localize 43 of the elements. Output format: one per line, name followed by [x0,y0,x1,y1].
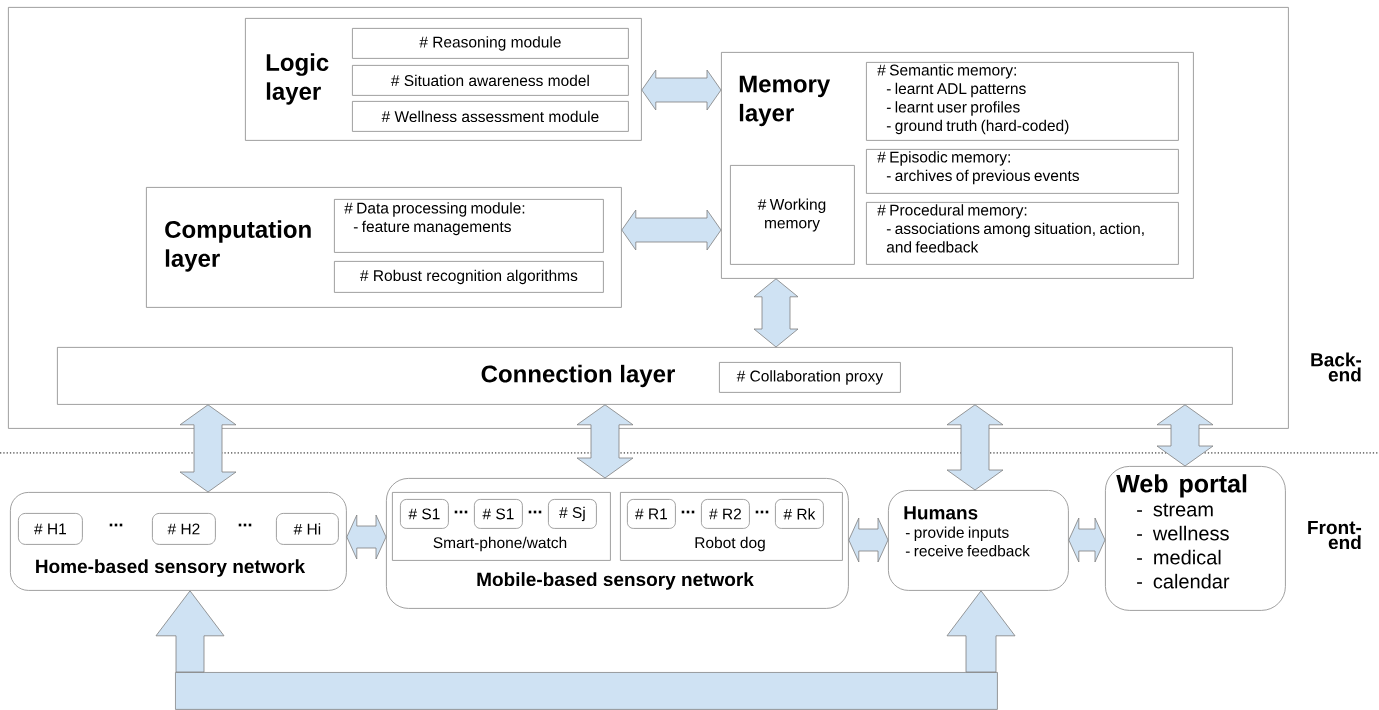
block-arrow [155,590,225,673]
module-box: # Situation awareness model [352,65,629,96]
block-arrow [346,514,387,560]
ellipsis-mark: ... [109,523,123,527]
block-arrow [179,404,237,493]
sensor-box: # Rk [775,499,824,529]
block-arrow [946,590,1016,673]
sensor-box: # H1 [18,513,83,545]
module-box: # Wellness assessment module [352,101,629,132]
ellipsis-mark: ... [238,523,252,527]
module-box: # Reasoning module [352,28,629,59]
block-arrow [946,404,1004,491]
memory-box: # Semantic memory: - learnt ADL patterns - learnt user profiles - ground truth (hard-coded) [866,62,1179,141]
block-arrow [848,517,889,563]
section-label: Front-end [1308,520,1362,550]
ellipsis-mark: ... [528,510,542,514]
memory-box: # Episodic memory: - archives of previous events [866,149,1179,194]
humans-box: Humans - provide inputs - receive feedback [888,490,1069,591]
portal-box: Web portal - stream - wellness - medical - calendar [1105,466,1286,611]
block-arrow [1156,404,1214,467]
block-arrow [753,278,799,348]
proxy-box: # Collaboration proxy [719,362,901,393]
sensor-box: # Hi [276,513,339,545]
sensor-box: # S1 [400,499,449,529]
sensor-box: # Sj [548,499,597,529]
ellipsis-mark: ... [454,510,468,514]
outer-frame [8,7,1289,429]
sensor-box: # H2 [152,513,216,545]
sensor-box: # S1 [474,499,523,529]
module-box: # Robust recognition algorithms [334,261,604,293]
sensor-box: # R1 [627,499,676,529]
block-arrow [621,209,722,251]
ellipsis-mark: ... [681,510,695,514]
block-arrow [641,69,722,111]
module-box: # Data processing module: - feature managements [334,199,604,253]
sensor-box: # R2 [701,499,750,529]
memory-box: # Working memory [730,165,855,265]
memory-box: # Procedural memory: - associations among situation, action, and feedback [866,202,1179,265]
section-label: Back-end [1311,352,1362,382]
block-arrow [1068,517,1106,563]
block-arrow [576,404,634,479]
ellipsis-mark: ... [755,510,769,514]
input-bar [175,672,998,710]
